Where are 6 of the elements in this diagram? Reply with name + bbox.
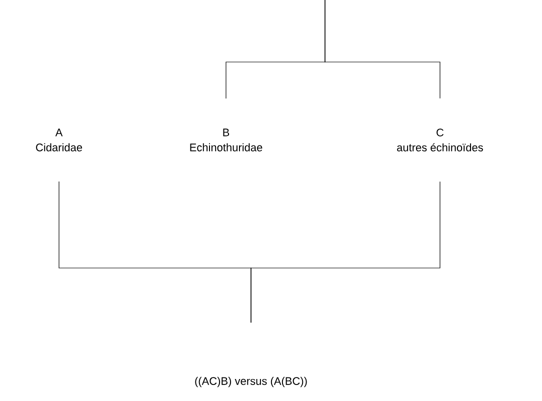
taxon-label: C autres échinoïdes (397, 128, 483, 152)
taxon-label: B Echinothuridae (190, 128, 262, 152)
taxon-label: A Cidaridae (36, 128, 82, 152)
taxon-label: ((AC)B) versus (A(BC)) (195, 376, 307, 388)
tree-branch (250, 181, 440, 323)
tree-branch (324, 0, 440, 99)
